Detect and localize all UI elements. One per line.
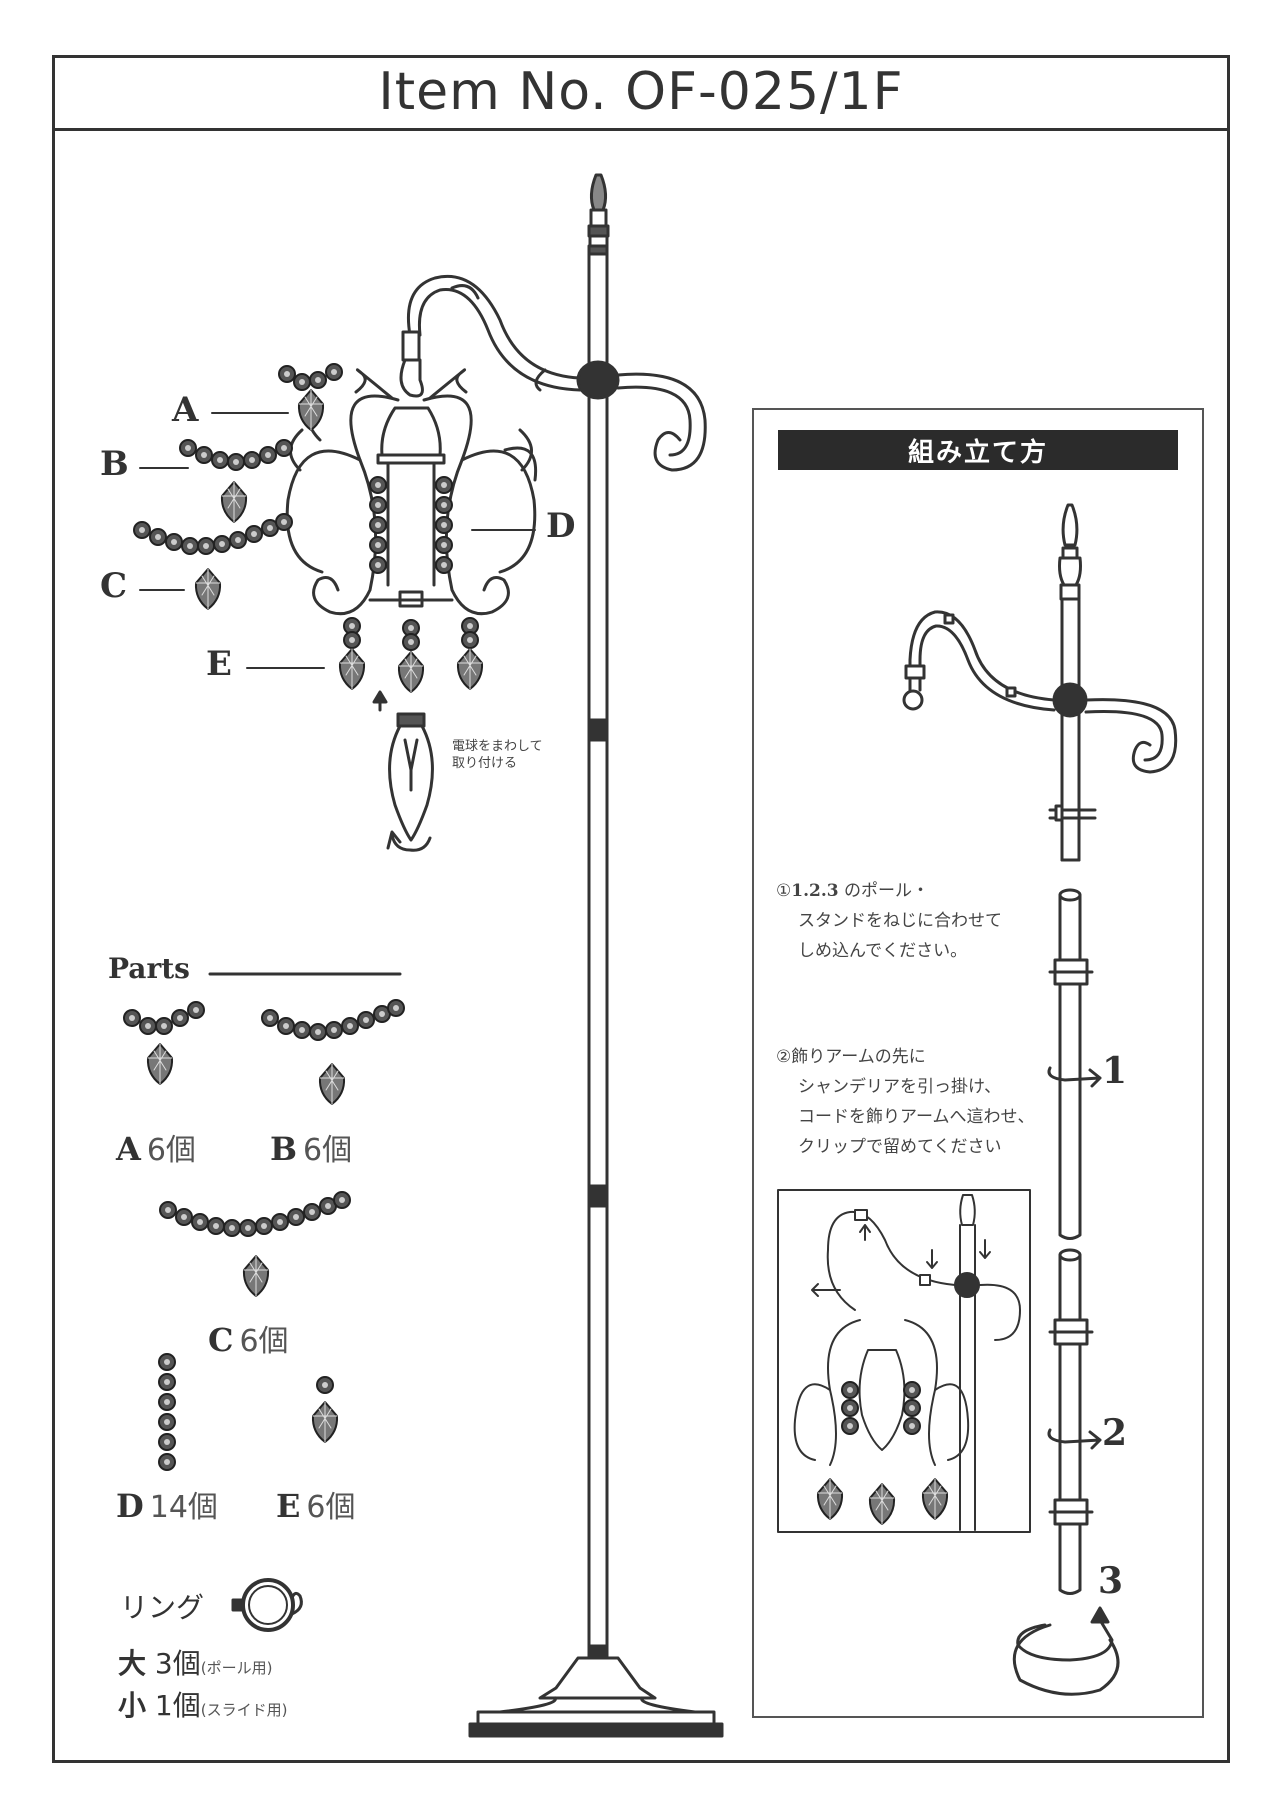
item-number-title: Item No. OF-025/1F [378, 61, 904, 122]
ring-icon [231, 1578, 303, 1632]
bulb-note: 電球をまわして 取り付ける [452, 739, 543, 771]
ring-large: 大 3個(ポール用) [118, 1647, 273, 1680]
assembled-top-illustration [902, 503, 1178, 862]
step-marker-3: 3 [1098, 1560, 1124, 1602]
outer-frame [52, 55, 1230, 1763]
chain-c [132, 512, 294, 611]
lamp-pole [576, 173, 620, 1692]
assembly-heading: 組み立て方 [778, 430, 1178, 470]
part-d-icon [157, 1352, 177, 1472]
part-c-icon [158, 1190, 352, 1298]
leader-lines [139, 412, 536, 669]
part-e-icon [311, 1375, 339, 1444]
label-b: B [100, 444, 129, 484]
step-2-text: ②飾りアームの先に シャンデリアを引っ掛け、 コードを飾りアームへ這わせ、 クリ… [776, 1047, 1035, 1157]
label-d: D [546, 506, 576, 546]
parts-heading: Parts [108, 952, 190, 985]
detail-inset-illustration [793, 1194, 1021, 1531]
chandelier [285, 330, 538, 852]
lamp-base [468, 1656, 724, 1738]
label-a: A [172, 390, 199, 430]
ring-small: 小 1個(スライド用) [118, 1689, 288, 1722]
title-bar: Item No. OF-025/1F [52, 55, 1230, 131]
step-1-text: ①1.2.3 のポール・ スタンドをねじに合わせて しめ込んでください。 [776, 881, 1002, 961]
assembly-panel [752, 408, 1204, 1718]
label-e: E [206, 644, 232, 684]
stand-base-illustration [1012, 1606, 1120, 1696]
label-c: C [100, 566, 128, 606]
chain-a [277, 362, 344, 432]
step-marker-1: 1 [1102, 1050, 1128, 1092]
detail-inset-box [777, 1189, 1031, 1533]
chain-b [178, 438, 294, 524]
part-b-icon [260, 998, 406, 1106]
pole-section-2 [1047, 1248, 1102, 1595]
decorative-arm [406, 274, 707, 472]
ring-label: リング [120, 1591, 205, 1624]
step-marker-2: 2 [1102, 1412, 1128, 1454]
part-a-icon [122, 1000, 206, 1086]
pole-section-1 [1047, 888, 1102, 1240]
